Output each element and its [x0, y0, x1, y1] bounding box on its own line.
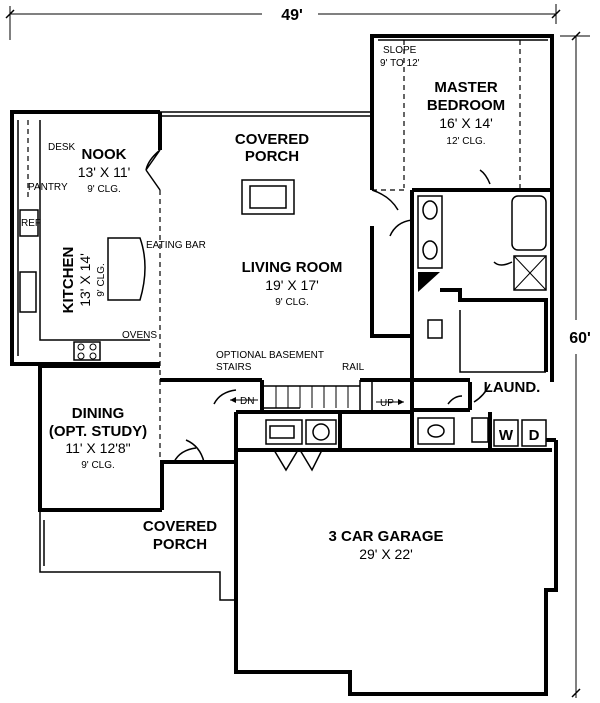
living-title: LIVING ROOM: [242, 259, 343, 276]
room-kitchen: REF EATING BAR KITCHEN 13' X 14' 9' CLG.…: [21, 218, 206, 341]
ovens-label: OVENS: [122, 330, 157, 341]
nook-size: 13' X 11': [78, 164, 131, 180]
front-porch-title-1: COVERED: [143, 518, 217, 535]
basement-label-1: OPTIONAL BASEMENT: [216, 350, 324, 361]
front-porch-title-2: PORCH: [153, 536, 207, 553]
basin-icon-2: [422, 240, 438, 260]
shower-icon: [513, 255, 547, 291]
toilet-icon: [427, 319, 443, 339]
room-covered-porch-rear: COVERED PORCH: [235, 131, 309, 165]
rail-label: RAIL: [342, 362, 365, 373]
basement-label-2: STAIRS: [216, 362, 252, 373]
master-size: 16' X 14': [439, 115, 493, 131]
stairs-labels: OPTIONAL BASEMENT STAIRS RAIL DN UP: [216, 350, 394, 409]
kitchen-ceiling: 9' CLG.: [96, 263, 107, 297]
up-label: UP: [380, 398, 394, 409]
dryer-label: D: [529, 427, 540, 444]
doors: [145, 149, 513, 472]
master-slope-range: 9' TO 12': [380, 58, 420, 69]
room-laundry: LAUND. W D: [484, 379, 541, 444]
washer-label: W: [499, 427, 514, 444]
ref-label: REF: [21, 218, 41, 229]
bath-fixtures: [417, 195, 547, 339]
room-master-bedroom: SLOPE 9' TO 12' MASTER BEDROOM 16' X 14'…: [380, 45, 505, 147]
dining-subtitle: (OPT. STUDY): [49, 423, 147, 440]
interior-walls: [12, 40, 552, 510]
stairs: [230, 380, 404, 412]
nook-title: NOOK: [82, 146, 127, 163]
rear-porch-title-2: PORCH: [245, 148, 299, 165]
garage-size: 29' X 22': [359, 546, 413, 562]
width-dimension-label: 49': [281, 7, 303, 24]
living-size: 19' X 17': [265, 277, 319, 293]
basin-icon: [422, 200, 438, 220]
bathtub-icon: [511, 195, 547, 251]
master-title-2: BEDROOM: [427, 97, 505, 114]
master-ceiling: 12' CLG.: [446, 136, 485, 147]
rear-porch-title-1: COVERED: [235, 131, 309, 148]
width-dimension: [5, 4, 561, 40]
garage-title: 3 CAR GARAGE: [328, 528, 443, 545]
room-living: LIVING ROOM 19' X 17' 9' CLG.: [242, 259, 343, 308]
down-label: DN: [240, 396, 254, 407]
desk-label: DESK: [48, 142, 76, 153]
sink-icon: [19, 271, 37, 313]
refrigerator: [19, 209, 39, 237]
windows: [17, 39, 557, 580]
laundry-title: LAUND.: [484, 379, 541, 396]
kitchen-fixtures: [19, 120, 150, 361]
laundry-fixtures: [265, 417, 547, 447]
room-dining: DINING (OPT. STUDY) 11' X 12'8" 9' CLG.: [49, 405, 147, 471]
dining-size: 11' X 12'8": [65, 440, 130, 456]
depth-dimension-label: 60': [569, 330, 591, 347]
master-title-1: MASTER: [434, 79, 498, 96]
room-covered-porch-front: COVERED PORCH: [143, 518, 217, 553]
cooktop-icon: [73, 341, 101, 361]
room-nook: DESK NOOK 13' X 11' 9' CLG. PANTRY: [28, 142, 130, 195]
dining-ceiling: 9' CLG.: [81, 460, 115, 471]
living-ceiling: 9' CLG.: [275, 297, 309, 308]
depth-dimension: [560, 31, 590, 698]
kitchen-title: KITCHEN: [60, 247, 77, 314]
eating-bar-label: EATING BAR: [146, 240, 206, 251]
dining-title: DINING: [72, 405, 125, 422]
room-garage: 3 CAR GARAGE 29' X 22': [328, 528, 443, 562]
master-slope-label: SLOPE: [383, 45, 417, 56]
kitchen-size: 13' X 14': [77, 253, 93, 307]
pantry-label: PANTRY: [28, 182, 68, 193]
nook-ceiling: 9' CLG.: [87, 184, 121, 195]
fireplace: [241, 179, 295, 215]
eating-bar-island: [107, 237, 146, 301]
